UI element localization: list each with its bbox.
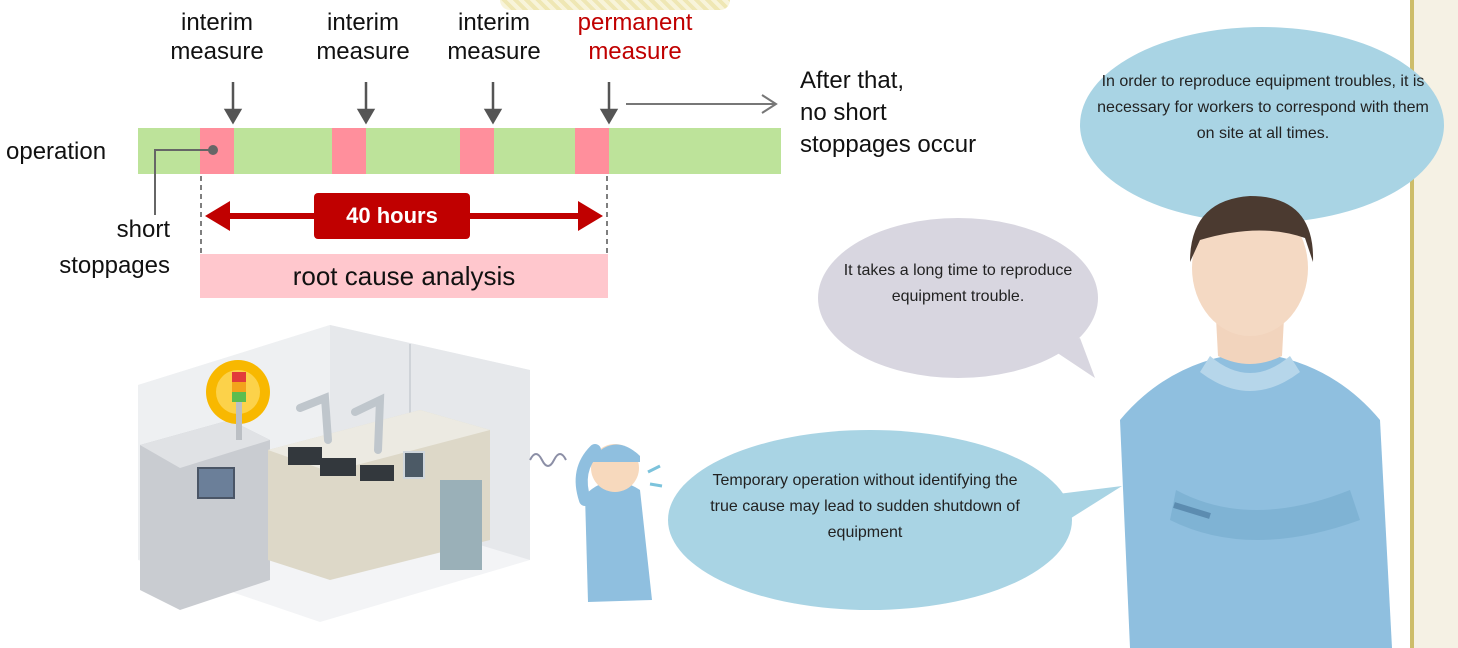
short-stoppage-leader: [154, 149, 213, 215]
short-stoppage-dot: [208, 145, 218, 155]
engineer-illustration: [1120, 196, 1392, 648]
bubble-text-long-time: It takes a long time to reproduce equipm…: [843, 262, 1073, 305]
measure-arrow-3: [483, 82, 503, 125]
measure-arrow-2: [356, 82, 376, 125]
measure-arrow-1: [223, 82, 243, 125]
root-cause-analysis-box: root cause analysis: [200, 254, 608, 298]
robot-arm-icon: [296, 392, 385, 454]
operation-label: operation: [6, 138, 107, 165]
speech-bubble-long-time: [818, 218, 1098, 378]
bubble-text-temporary: Temporary operation without identifying …: [710, 472, 1020, 541]
factory-cell-illustration: [138, 325, 530, 622]
stoppage-segment-2: [332, 128, 366, 174]
top-decor-band: [500, 0, 730, 10]
speech-bubble-temporary: [668, 430, 1122, 610]
stoppage-segment-4: [575, 128, 609, 174]
warning-light-icon: [206, 360, 270, 440]
duration-badge: 40 hours: [314, 193, 470, 239]
measure-arrow-permanent: [599, 82, 619, 125]
stoppage-segment-3: [460, 128, 494, 174]
operation-bar: [138, 128, 781, 174]
bubble-text-workers: In order to reproduce equipment troubles…: [1097, 73, 1429, 142]
side-divider: [1410, 0, 1414, 648]
after-that-arrow: [626, 94, 778, 114]
worker-illustration: [529, 444, 663, 602]
